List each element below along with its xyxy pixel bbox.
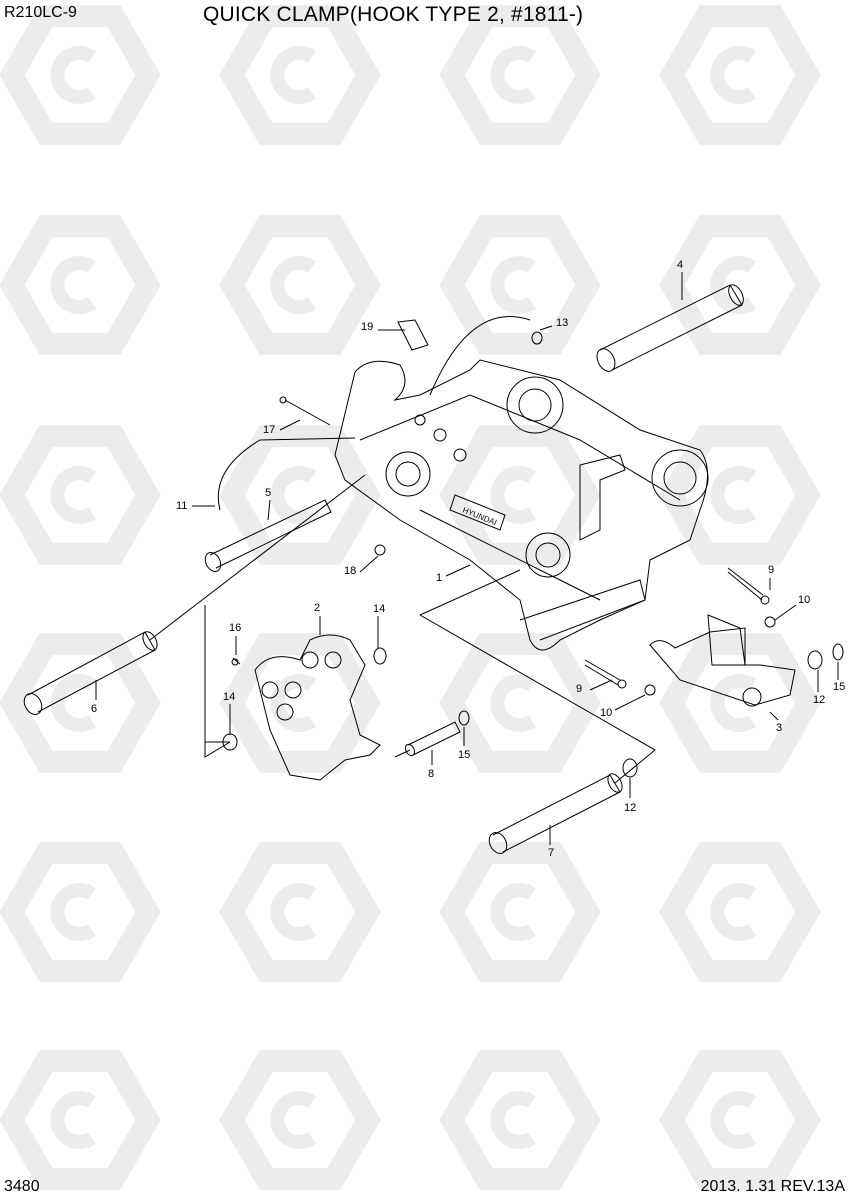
watermark-logo-icon: [0, 5, 161, 145]
watermark-logo-icon: [659, 215, 821, 355]
part-pin-4: [596, 284, 744, 372]
assembly-lines: [149, 474, 656, 784]
watermark-logo-icon: [439, 215, 601, 355]
watermark-logo-icon: [659, 842, 821, 982]
leader-line: [589, 679, 613, 691]
watermark-logo-icon: [439, 1050, 601, 1190]
watermark-logo-icon: [219, 425, 381, 565]
watermark-logo-icon: [439, 5, 601, 145]
part-small-items: [217, 316, 844, 778]
callout-number: 13: [556, 317, 568, 329]
callout-number: 5: [265, 487, 271, 499]
watermark-logo-icon: [659, 633, 821, 773]
callout-number: 6: [91, 703, 97, 715]
callout-number: 4: [677, 259, 683, 271]
callout-number: 11: [176, 500, 187, 512]
watermark-logo-icon: [219, 215, 381, 355]
leader-line: [539, 325, 553, 331]
model-label: R210LC-9: [4, 4, 77, 21]
callout-number: 7: [548, 847, 554, 859]
watermark-logo-icon: [219, 633, 381, 773]
revision-date: 2013. 1.31 REV.13A: [700, 1178, 845, 1195]
leader-line: [279, 419, 301, 431]
watermark-logo-icon: [0, 842, 161, 982]
callout-number: 10: [798, 594, 810, 606]
callout-number: 14: [373, 603, 385, 615]
callout-number: 17: [263, 424, 275, 436]
leader-line: [614, 694, 646, 711]
watermark-logo-icon: [439, 842, 601, 982]
callout-number: 12: [813, 694, 825, 706]
callout-number: 10: [600, 707, 612, 719]
watermark-logo-icon: [659, 5, 821, 145]
callout-number: 8: [428, 768, 434, 780]
leader-line: [769, 711, 779, 721]
callout-number: 1: [436, 572, 442, 584]
watermark-logo-icon: [0, 633, 161, 773]
callout-number: 16: [229, 622, 241, 634]
callout-number: 18: [344, 565, 356, 577]
watermark-logo-icon: [659, 1050, 821, 1190]
part-cylinder: [649, 614, 796, 707]
callout-number: 15: [833, 681, 845, 693]
part-pin-7: [488, 773, 623, 854]
leader-line: [445, 564, 471, 577]
leader-line: [774, 604, 797, 621]
leader-line: [359, 555, 379, 573]
watermark-logo-icon: [219, 1050, 381, 1190]
watermark-logo-icon: [0, 1050, 161, 1190]
callout-number: 2: [314, 602, 320, 614]
watermark-logo-icon: [0, 425, 161, 565]
callout-number: 9: [576, 683, 582, 695]
callout-number: 12: [624, 802, 636, 814]
watermark-logo-icon: [439, 633, 601, 773]
page-title: QUICK CLAMP(HOOK TYPE 2, #1811-): [203, 3, 584, 26]
callout-number: 19: [361, 321, 373, 333]
watermark-logo-icon: [439, 425, 601, 565]
callout-number: 3: [776, 722, 782, 734]
watermark-logo-icon: [219, 842, 381, 982]
part-hook-plate: [254, 634, 381, 781]
part-frame: HYUNDAI: [334, 359, 709, 651]
leader-line: [267, 499, 271, 521]
page-number: 3480: [4, 1178, 40, 1195]
part-pin-5: [204, 499, 332, 572]
callout-number: 15: [458, 749, 470, 761]
callout-number: 14: [223, 691, 235, 703]
watermark-logo-icon: [219, 5, 381, 145]
callout-number: 9: [768, 564, 774, 576]
watermark-logo-icon: [0, 215, 161, 355]
